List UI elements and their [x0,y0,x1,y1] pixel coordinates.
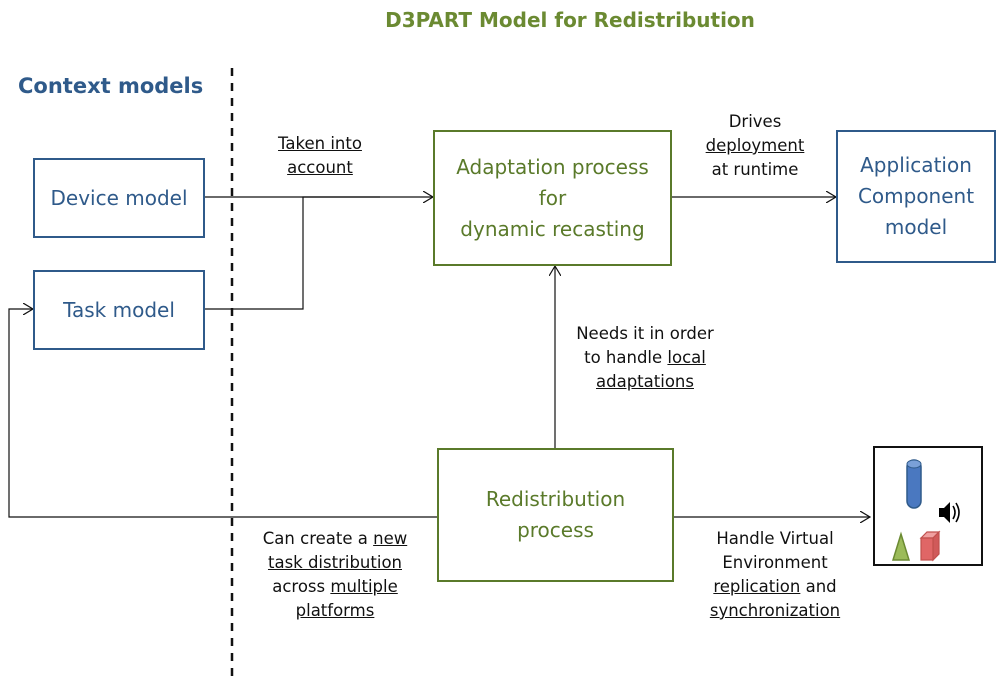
context-models-label: Context models [18,74,204,98]
task-to-adaptation-edge [205,197,433,310]
device-model-box: Device model [33,158,205,238]
new-task-distribution-label: Can create a new task distribution acros… [262,529,408,620]
task-model-box: Task model [33,270,205,350]
adaptation-label-line3: dynamic recasting [460,216,645,241]
redistribution-process-box: Redistribution process [437,448,674,582]
handle-virtual-environment-label: Handle Virtual Environment replication a… [709,529,841,620]
virtual-environment-icons [891,459,960,562]
diagram-title: D3PART Model for Redistribution [385,8,755,32]
adaptation-label-line2: for [538,185,567,210]
device-model-label: Device model [50,185,188,210]
taken-into-account-label: Taken into account [278,134,362,177]
application-component-box: Application Component model [836,130,996,263]
cone-icon [891,531,911,561]
drives-deployment-label: Drives deployment at runtime [705,112,805,179]
application-label-line2: Component [857,184,975,208]
cube-icon [919,530,941,562]
needs-local-adaptations-label: Needs it in order to handle local adapta… [576,324,714,391]
speaker-icon [939,502,960,523]
task-model-label: Task model [63,297,175,322]
adaptation-process-box: Adaptation process for dynamic recasting [433,130,672,266]
redistribution-to-task-edge [8,309,437,518]
redistribution-label-line2: process [517,518,594,542]
application-label-line1: Application [860,153,972,177]
virtual-environment-box [873,446,983,566]
cylinder-icon [906,459,922,509]
application-label-line3: model [884,215,948,239]
redistribution-label-line1: Redistribution [485,487,626,511]
adaptation-label-line1: Adaptation process [456,154,649,179]
